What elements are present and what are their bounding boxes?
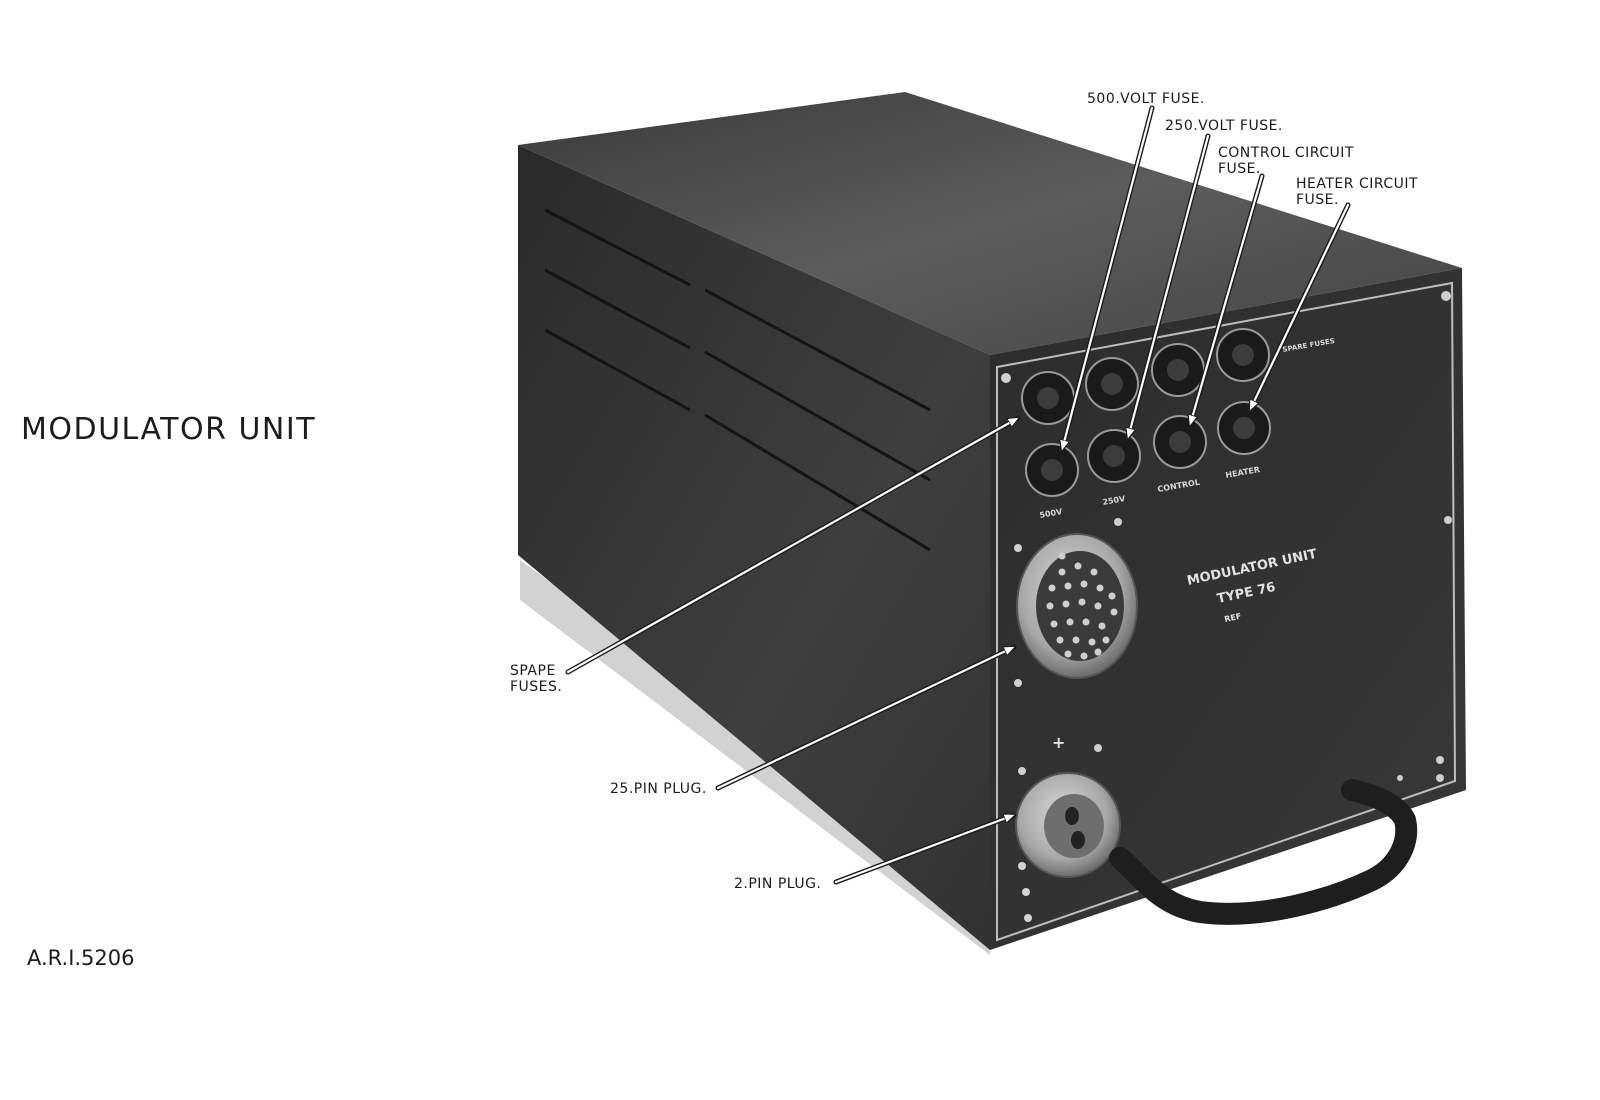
callout-25-pin-plug: 25.PIN PLUG. (610, 781, 707, 797)
callout-500v-fuse: 500.VOLT FUSE. (1087, 91, 1205, 107)
panel-screws (1001, 291, 1452, 782)
cabinet-base-shadow (520, 560, 990, 955)
panel-maker-marking: REF (1224, 612, 1243, 624)
cabinet-side-panel (518, 145, 990, 950)
connector-25-pin (1016, 533, 1138, 679)
front-panel-border (996, 281, 1457, 942)
power-cable (1109, 779, 1418, 925)
polarity-sign: + (1052, 733, 1065, 752)
callout-spare-fuses: SPAPE FUSES. (510, 663, 563, 695)
document-reference: A.R.I.5206 (27, 946, 135, 970)
fuse-label-250v: 250V (1102, 494, 1127, 507)
callout-2-pin-plug: 2.PIN PLUG. (734, 876, 822, 892)
fuse-holders-bottom-row (1025, 401, 1271, 497)
fuse-holders-top-row (1021, 328, 1270, 425)
mounting-strip-screws (1018, 862, 1032, 922)
document-title: MODULATOR UNIT (21, 412, 317, 447)
side-louvres (544, 208, 931, 552)
cabinet-top-panel (518, 92, 1462, 355)
connector-2-pin (1015, 772, 1121, 878)
callout-250v-fuse: 250.VOLT FUSE. (1165, 118, 1283, 134)
callout-control-circuit-fuse: CONTROL CIRCUIT FUSE. (1218, 145, 1354, 177)
fuse-label-500v: 500V (1039, 507, 1064, 520)
callout-heater-circuit-fuse: HEATER CIRCUIT FUSE. (1296, 176, 1419, 208)
